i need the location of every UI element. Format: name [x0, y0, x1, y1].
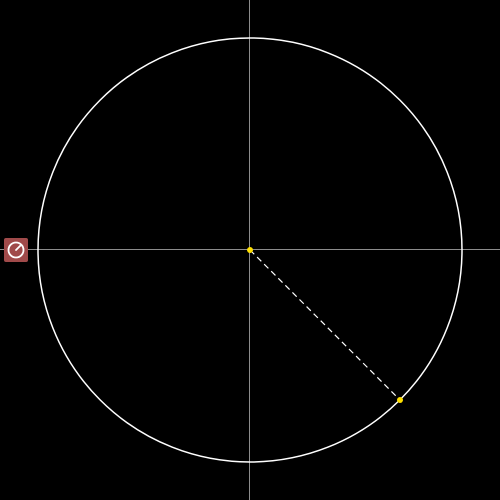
center-point[interactable] — [247, 247, 253, 253]
edge-point[interactable] — [397, 397, 403, 403]
gauge-icon — [7, 241, 25, 259]
gauge-tool-button[interactable] — [4, 238, 28, 262]
main-circle[interactable] — [37, 37, 463, 463]
radius-line[interactable] — [249, 249, 401, 401]
